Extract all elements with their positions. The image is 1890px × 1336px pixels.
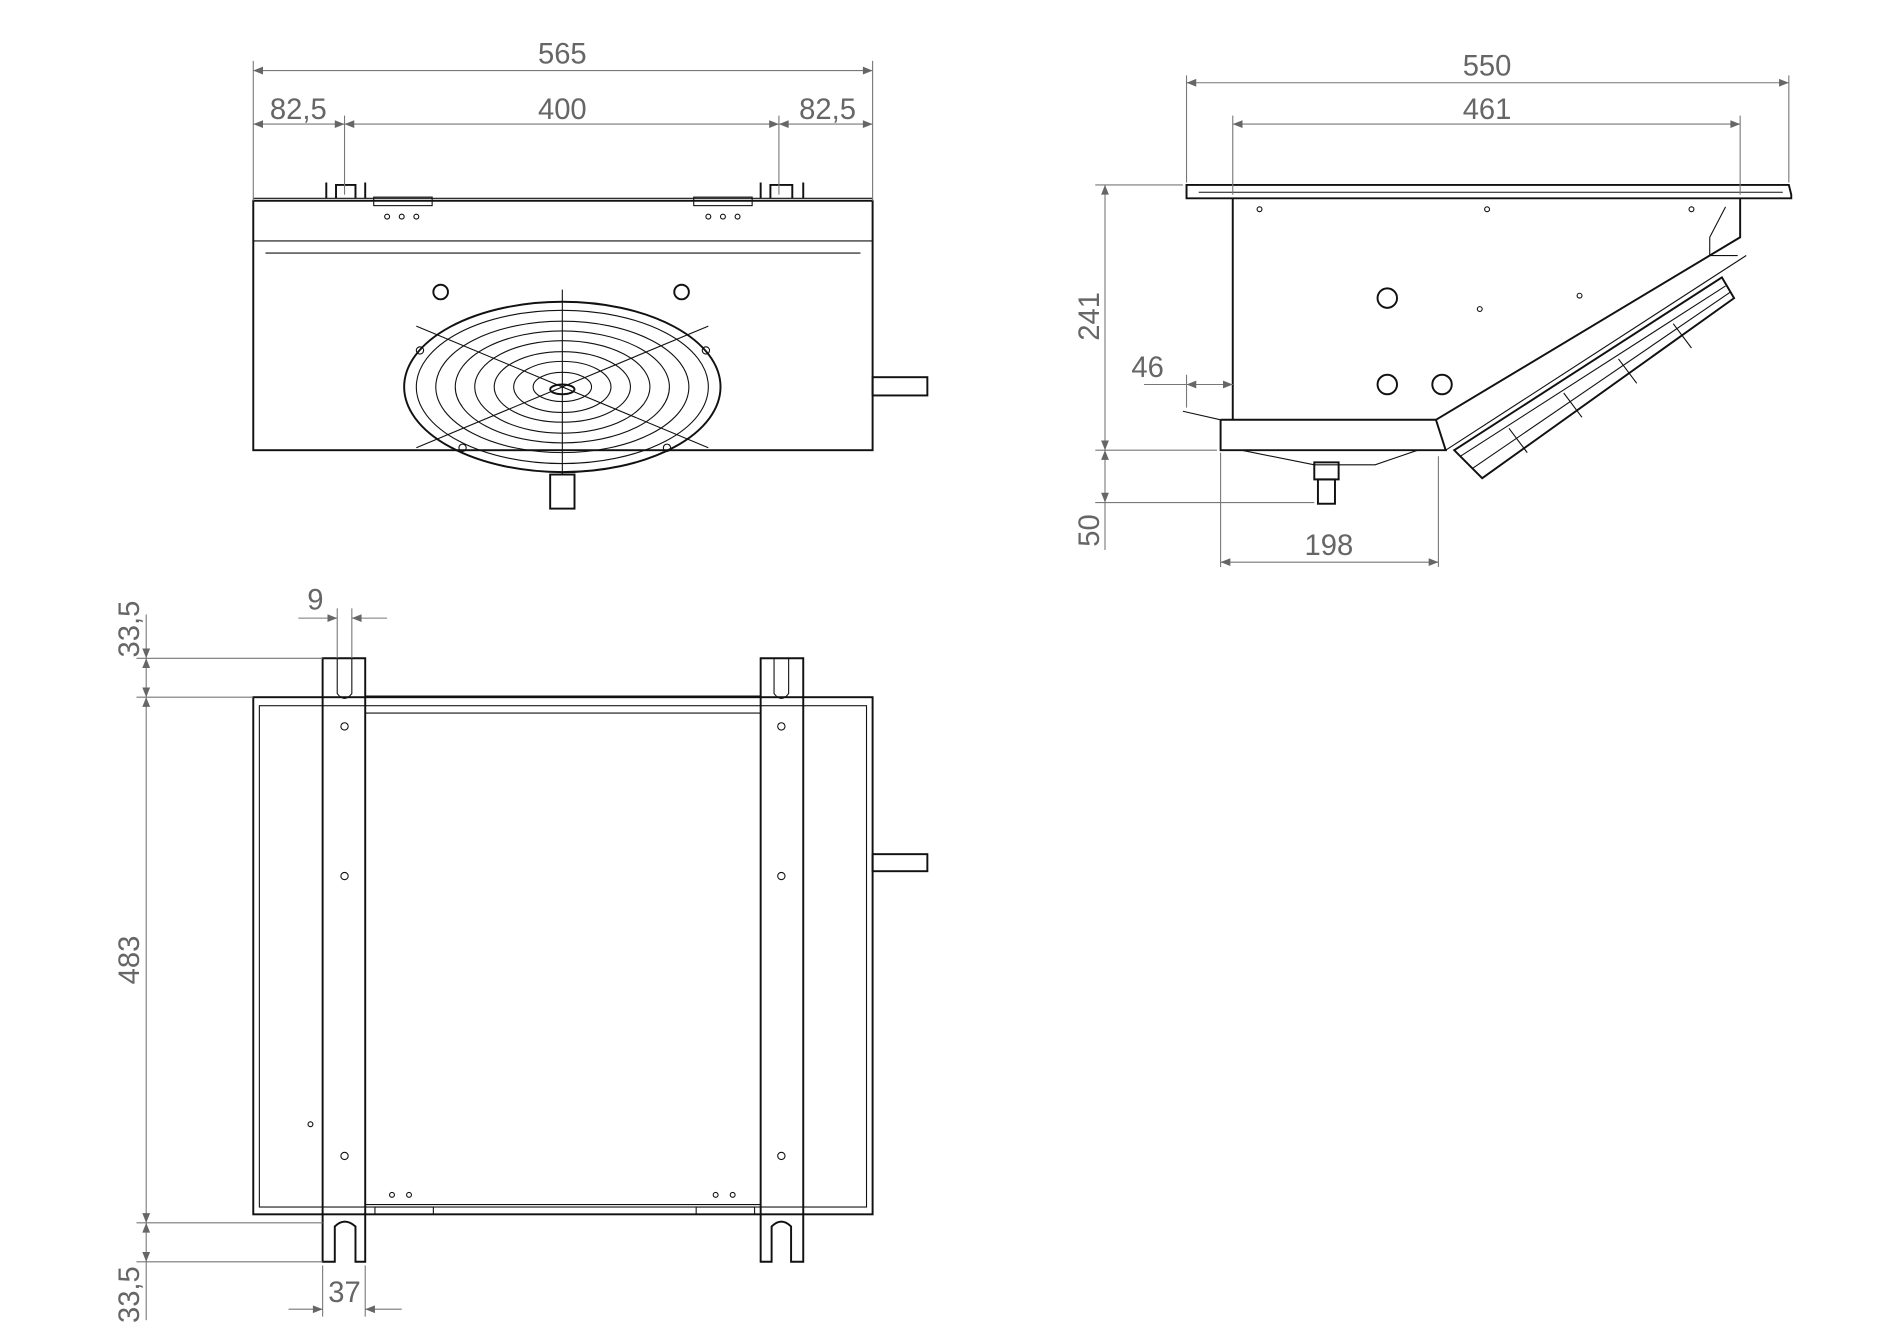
front-view: 565 82,5 400 82,5 bbox=[252, 38, 929, 510]
dim-drain-height: 50 bbox=[1074, 514, 1106, 546]
fan-side bbox=[1452, 276, 1736, 480]
dim-left-offset: 82,5 bbox=[270, 94, 327, 126]
dim-bottom-width: 198 bbox=[1305, 530, 1354, 562]
dim-flange-width: 550 bbox=[1463, 50, 1512, 82]
mount-bracket-right bbox=[759, 182, 805, 199]
unit-body bbox=[252, 199, 874, 452]
drain-pipe-side bbox=[1316, 478, 1336, 505]
side-view: 550 461 241 46 50 198 bbox=[1074, 50, 1793, 568]
dim-body-width: 461 bbox=[1463, 94, 1512, 126]
dim-top-overhang: 33,5 bbox=[114, 601, 146, 658]
mount-rail-right bbox=[759, 657, 805, 1263]
dim-bottom-offset: 46 bbox=[1131, 352, 1163, 384]
bottom-view: 9 33,5 483 33,5 37 bbox=[114, 585, 929, 1323]
dim-bottom-overhang: 33,5 bbox=[114, 1266, 146, 1323]
hinge-bottom-left bbox=[374, 1191, 434, 1215]
refrigerant-pipe-bottom bbox=[871, 853, 929, 873]
side-housing bbox=[1219, 198, 1742, 452]
dim-overall-width: 565 bbox=[538, 38, 587, 70]
hinge-right bbox=[693, 196, 753, 220]
refrigerant-pipe bbox=[871, 376, 929, 397]
dim-bracket-spacing: 400 bbox=[538, 94, 587, 126]
dim-rail-width: 37 bbox=[328, 1277, 360, 1309]
hinge-left bbox=[373, 196, 433, 220]
mount-bracket-left bbox=[325, 182, 367, 199]
drain-pipe bbox=[549, 473, 576, 510]
dim-right-offset: 82,5 bbox=[799, 94, 856, 126]
hinge-bottom-right bbox=[695, 1191, 756, 1215]
mount-flange bbox=[1185, 183, 1793, 200]
dim-rail-length: 483 bbox=[114, 936, 146, 985]
dim-rail-slot: 9 bbox=[307, 585, 323, 617]
unit-outline bbox=[252, 696, 874, 1216]
mount-rail-left bbox=[321, 657, 367, 1263]
dim-height: 241 bbox=[1074, 292, 1106, 341]
fan-guard bbox=[403, 283, 722, 475]
